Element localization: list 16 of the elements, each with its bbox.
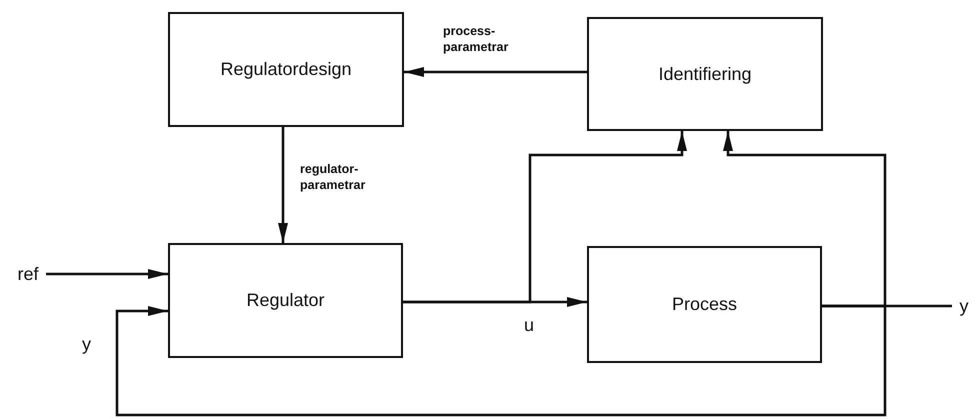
box-label: Regulator	[246, 290, 325, 311]
process-box	[168, 12, 404, 127]
signal-label: ref	[17, 264, 38, 284]
box-label: Identifiering	[658, 64, 752, 84]
arrow	[278, 127, 288, 243]
signal-label: y	[960, 296, 968, 316]
process-box	[168, 243, 403, 358]
arrow	[723, 131, 886, 308]
arrow	[116, 304, 886, 416]
arrow	[404, 67, 587, 77]
arrow	[403, 131, 687, 304]
arrow	[46, 269, 168, 279]
process-box	[587, 17, 823, 131]
process-box	[587, 246, 822, 363]
box-label: Process	[672, 294, 738, 315]
box-label: Regulatordesign	[220, 59, 352, 80]
